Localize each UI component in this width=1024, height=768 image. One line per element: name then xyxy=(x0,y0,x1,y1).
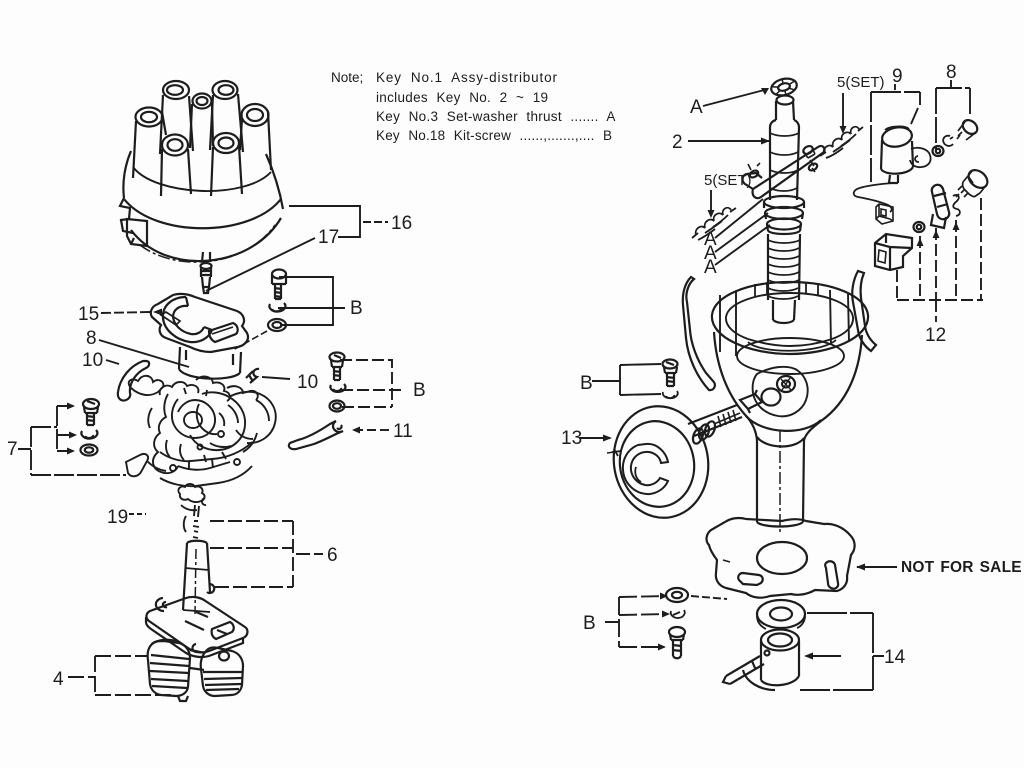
svg-text:10: 10 xyxy=(297,372,318,393)
svg-text:includes Key No. 2 ~ 19: includes Key No. 2 ~ 19 xyxy=(376,90,548,105)
svg-text:A: A xyxy=(690,97,703,118)
svg-text:5(SET): 5(SET) xyxy=(837,74,885,91)
svg-text:B: B xyxy=(583,613,596,634)
svg-text:11: 11 xyxy=(393,421,413,442)
svg-text:NOT FOR SALE: NOT FOR SALE xyxy=(901,559,1022,576)
svg-text:B: B xyxy=(413,380,426,401)
svg-text:15: 15 xyxy=(78,304,99,325)
svg-text:12: 12 xyxy=(925,325,946,346)
svg-text:4: 4 xyxy=(53,669,64,690)
svg-text:8: 8 xyxy=(86,328,97,349)
svg-text:B: B xyxy=(350,298,363,319)
svg-text:8: 8 xyxy=(946,62,957,83)
svg-text:A: A xyxy=(704,243,717,264)
svg-text:10: 10 xyxy=(82,350,103,371)
svg-text:7: 7 xyxy=(7,439,18,460)
svg-text:13: 13 xyxy=(561,428,582,449)
svg-text:2: 2 xyxy=(672,132,683,153)
svg-text:6: 6 xyxy=(327,545,338,566)
svg-text:Key No.1 Assy-distributor: Key No.1 Assy-distributor xyxy=(376,70,558,85)
svg-text:19: 19 xyxy=(107,507,128,528)
svg-text:Note;: Note; xyxy=(331,70,363,85)
svg-text:B: B xyxy=(580,373,593,394)
svg-text:Key No.18 Kit-screw ......,...: Key No.18 Kit-screw ......,.......,.... … xyxy=(376,128,612,143)
svg-text:17: 17 xyxy=(318,227,339,248)
svg-text:16: 16 xyxy=(391,213,412,234)
svg-text:A: A xyxy=(704,257,717,278)
svg-text:14: 14 xyxy=(884,647,906,668)
svg-text:5(SET): 5(SET) xyxy=(704,172,752,189)
svg-text:Key No.3 Set-washer thrust ...: Key No.3 Set-washer thrust ....... A xyxy=(376,109,616,124)
svg-text:9: 9 xyxy=(892,66,903,87)
